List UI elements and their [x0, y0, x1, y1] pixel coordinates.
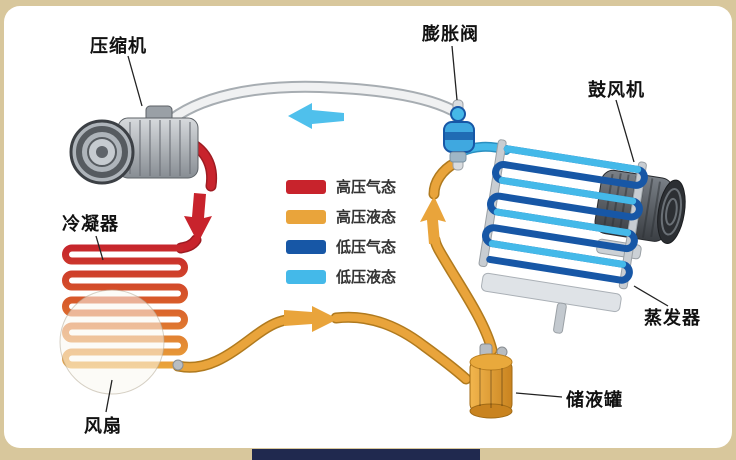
- leader-lines: [95, 45, 669, 413]
- evaporator-coil-liquid-rows: [488, 145, 642, 268]
- legend-label-low-pressure-liquid: 低压液态: [336, 269, 397, 286]
- legend-swatch-high-pressure-liquid: [286, 209, 326, 224]
- compressor-graphic: [69, 105, 199, 185]
- flow-arrow-low-pressure-gas: [288, 103, 344, 129]
- leader-line-blower: [615, 99, 635, 163]
- leader-line-expansion-valve: [451, 45, 458, 101]
- label-receiver-tank: 储液罐: [566, 390, 623, 410]
- label-compressor: 压缩机: [90, 36, 147, 56]
- condenser-coil: [62, 244, 188, 371]
- label-condenser: 冷凝器: [62, 214, 119, 234]
- liquid-pipe-receiver-to-valve: [428, 157, 498, 356]
- legend-label-high-pressure-liquid: 高压液态: [336, 209, 397, 226]
- label-fan: 风扇: [84, 416, 122, 436]
- leader-line-compressor: [127, 55, 143, 107]
- legend-swatch-high-pressure-gas: [286, 179, 326, 194]
- leader-line-evaporator: [633, 285, 669, 307]
- flow-arrow-high-pressure-gas: [184, 193, 212, 243]
- evaporator-coil: [478, 139, 648, 334]
- label-blower: 鼓风机: [588, 80, 645, 100]
- expansion-valve-graphic: [443, 99, 475, 171]
- legend: 高压气态 高压液态 低压气态 低压液态: [286, 176, 396, 296]
- condenser-outlet-fitting: [172, 359, 184, 371]
- liquid-pipe-condenser-to-receiver: [172, 311, 472, 385]
- compressor-ribs: [129, 120, 191, 176]
- legend-label-low-pressure-gas: 低压气态: [336, 239, 397, 256]
- legend-label-high-pressure-gas: 高压气态: [336, 179, 397, 196]
- leader-line-fan: [105, 379, 113, 413]
- legend-item-low-pressure-liquid: 低压液态: [286, 266, 396, 287]
- legend-item-high-pressure-gas: 高压气态: [286, 176, 396, 197]
- tank-ribs: [479, 368, 503, 408]
- suction-pipe: [160, 80, 458, 130]
- leader-line-condenser: [95, 235, 104, 261]
- legend-swatch-low-pressure-gas: [286, 239, 326, 254]
- footer-bar: [252, 449, 480, 460]
- flow-arrow-high-pressure-liquid: [284, 306, 338, 332]
- legend-swatch-low-pressure-liquid: [286, 269, 326, 284]
- label-expansion-valve: 膨胀阀: [422, 24, 479, 44]
- label-evaporator: 蒸发器: [644, 308, 701, 328]
- leader-line-receiver: [515, 392, 563, 398]
- flow-arrow-high-pressure-liquid-up: [420, 196, 446, 244]
- fan-circle: [59, 289, 165, 395]
- legend-item-low-pressure-gas: 低压气态: [286, 236, 396, 257]
- receiver-tank-graphic: [469, 343, 513, 419]
- legend-item-high-pressure-liquid: 高压液态: [286, 206, 396, 227]
